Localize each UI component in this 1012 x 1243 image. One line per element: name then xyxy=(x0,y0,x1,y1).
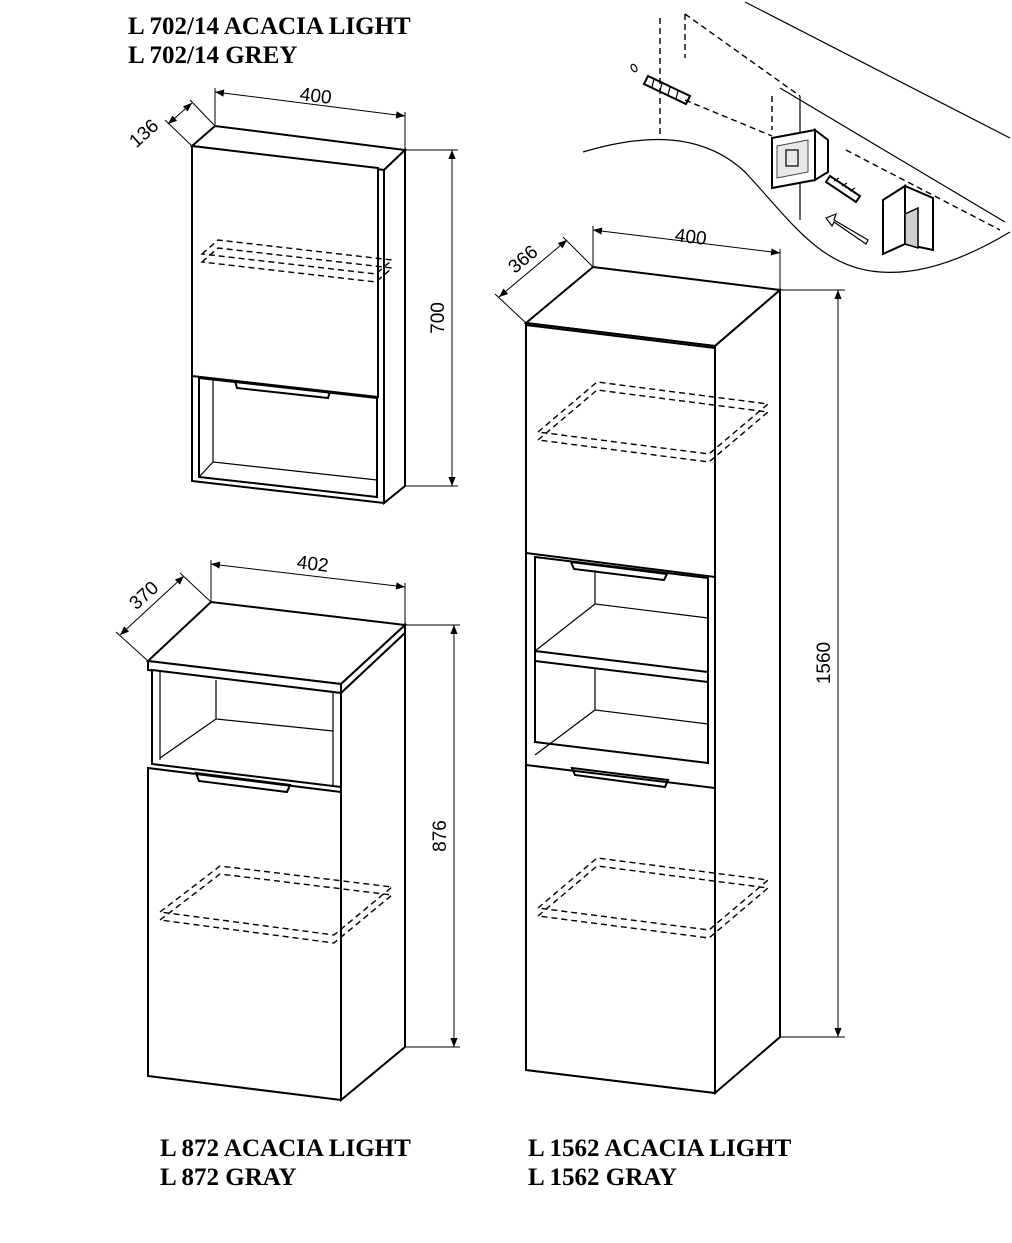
tall-cabinet-upper-door xyxy=(525,323,716,579)
wall-cabinet-title-line2: L 702/14 GREY xyxy=(128,42,298,69)
tall-cabinet-middle-shelf xyxy=(534,649,709,684)
tall-cabinet-upper-handle xyxy=(569,560,669,582)
insertion-arrow-icon xyxy=(825,212,869,245)
wall-cabinet-depth-label: 136 xyxy=(126,116,164,153)
wall-plug-icon xyxy=(642,74,692,106)
low-cabinet-handle xyxy=(194,771,292,794)
screw-icon xyxy=(824,174,862,204)
tall-cabinet-lower-handle xyxy=(570,766,670,789)
wall-cabinet-height-label: 700 xyxy=(428,302,449,334)
wall-cabinet-width-label: 400 xyxy=(299,84,333,109)
tall-cabinet-title-line2: L 1562 GRAY xyxy=(528,1164,678,1191)
low-cabinet-height-label: 876 xyxy=(430,820,451,852)
low-cabinet-open-niche xyxy=(151,668,342,789)
tall-cabinet-depth-label: 366 xyxy=(505,242,543,278)
tall-cabinet-width-label: 400 xyxy=(674,225,708,250)
wall-cabinet-title: L 702/14 ACACIA LIGHT L 702/14 GREY xyxy=(128,12,411,70)
wall-cabinet-handle xyxy=(233,379,332,400)
tall-cabinet-height-label: 1560 xyxy=(814,642,835,684)
tall-cabinet-side xyxy=(714,287,781,1096)
tall-cabinet-title: L 1562 ACACIA LIGHT L 1562 GRAY xyxy=(528,1134,791,1192)
wall-cabinet-side xyxy=(383,147,406,506)
tall-cabinet-title-line1: L 1562 ACACIA LIGHT xyxy=(528,1135,792,1162)
low-cabinet-side xyxy=(340,630,406,1103)
tall-cabinet-drawing: 400 366 1560 xyxy=(494,225,845,1096)
low-cabinet-door xyxy=(147,766,342,1102)
low-cabinet-hidden-shelf xyxy=(158,865,394,936)
wall-cabinet-door xyxy=(191,144,379,399)
tall-cabinet-lower-door xyxy=(525,763,716,1095)
wall-cabinet-title-line1: L 702/14 ACACIA LIGHT xyxy=(128,13,411,40)
low-cabinet-width-label: 402 xyxy=(296,552,330,577)
low-cabinet-title-line1: L 872 ACACIA LIGHT xyxy=(160,1135,411,1162)
wall-cabinet-hidden-shelf xyxy=(200,239,394,275)
low-cabinet-drawing: 402 370 876 xyxy=(115,552,460,1103)
wall-cabinet-drawing: 400 136 700 xyxy=(126,84,458,506)
low-cabinet-title: L 872 ACACIA LIGHT L 872 GRAY xyxy=(160,1134,411,1192)
low-cabinet-depth-label: 370 xyxy=(126,578,164,615)
low-cabinet-title-line2: L 872 GRAY xyxy=(160,1164,297,1191)
wall-mounting-detail xyxy=(582,1,1011,273)
tall-cabinet-hidden-shelf-lower xyxy=(536,857,770,931)
cover-cap-icon xyxy=(882,184,906,256)
tall-cabinet-hidden-shelf-upper xyxy=(536,381,770,455)
